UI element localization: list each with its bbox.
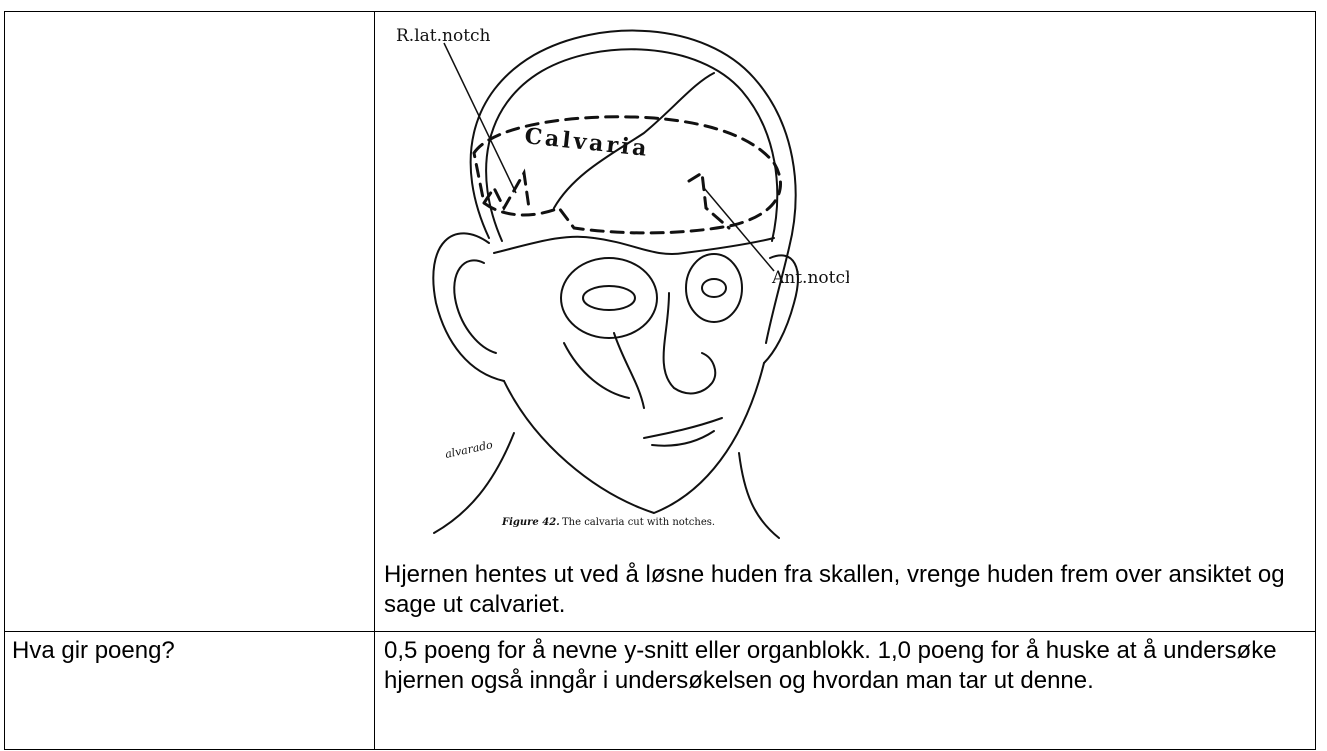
row2-left-cell: Hva gir poeng? <box>5 632 375 750</box>
right-eye-socket <box>686 254 742 322</box>
skull-outline <box>471 31 796 343</box>
ant-notch-label: Ant.notch <box>771 268 849 288</box>
brain-removal-text: Hjernen hentes ut ved å løsne huden fra … <box>384 560 1307 620</box>
face-outline <box>504 363 764 513</box>
scoring-question-label: Hva gir poeng? <box>5 632 374 666</box>
left-eye-socket <box>561 258 657 338</box>
row2-right-cell: 0,5 poeng for å nevne y-snitt eller orga… <box>375 632 1316 750</box>
artist-signature: alvarado <box>444 438 494 461</box>
left-ear <box>433 233 504 381</box>
table-row: Hva gir poeng? 0,5 poeng for å nevne y-s… <box>5 632 1316 750</box>
mouth <box>644 418 722 438</box>
lat-notch-leader <box>444 43 516 193</box>
calvaria-figure: R.lat.notch Calvaria Ant.notch alvarado … <box>384 13 849 548</box>
lat-notch-label: R.lat.notch <box>396 26 491 46</box>
row1-left-text <box>5 12 374 16</box>
row1-left-cell <box>5 12 375 632</box>
figure-caption-text: The calvaria cut with notches. <box>562 517 715 528</box>
nose <box>664 293 716 393</box>
row1-right-cell: R.lat.notch Calvaria Ant.notch alvarado … <box>375 12 1316 632</box>
calvaria-label: Calvaria <box>523 123 650 162</box>
figure-caption-label: Figure 42. <box>501 517 560 528</box>
table-row: R.lat.notch Calvaria Ant.notch alvarado … <box>5 12 1316 632</box>
scoring-criteria-text: 0,5 poeng for å nevne y-snitt eller orga… <box>384 632 1307 696</box>
document-table: R.lat.notch Calvaria Ant.notch alvarado … <box>4 11 1316 750</box>
head-illustration: R.lat.notch Calvaria Ant.notch alvarado … <box>384 13 849 548</box>
